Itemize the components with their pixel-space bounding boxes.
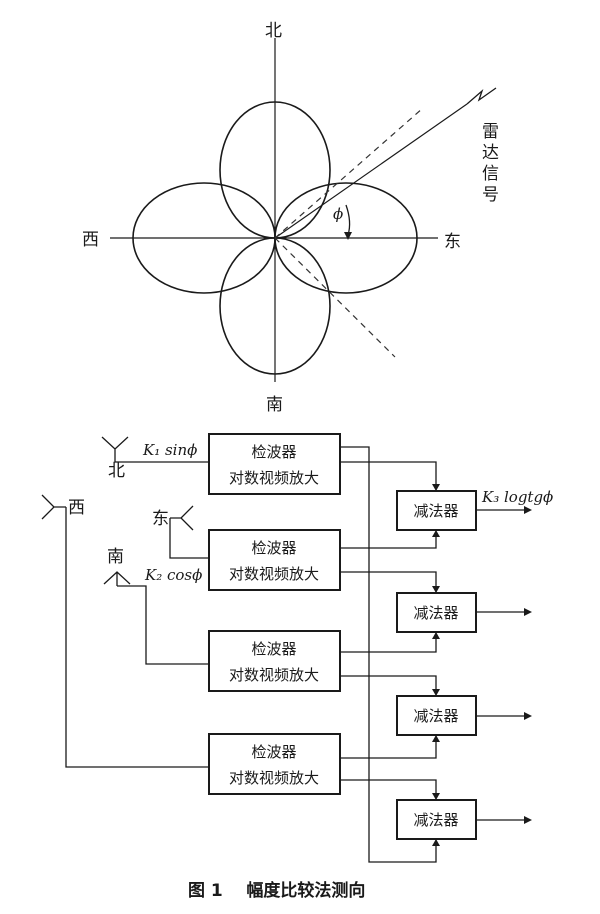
- subtractor-1-label: 减法器: [413, 502, 458, 520]
- amplifier-box-1: [208, 433, 341, 495]
- amplifier-3-line1: 检波器: [251, 640, 296, 658]
- amplifier-box-4: [208, 733, 341, 795]
- wire-amp1-to-sub1: [340, 461, 437, 491]
- arrow-sub4-top: [432, 793, 440, 800]
- arrow-sub4-output: [524, 816, 532, 824]
- radar-signal-line: [274, 103, 468, 239]
- arrow-sub3-top: [432, 689, 440, 696]
- wire-amp2-to-sub2: [340, 571, 437, 593]
- antenna-south-icon: [103, 571, 131, 586]
- phi-arrowhead: [344, 232, 352, 240]
- amplifier-2-line1: 检波器: [251, 539, 296, 557]
- label-east: 东: [444, 232, 461, 252]
- amplifier-4-line1: 检波器: [251, 743, 296, 761]
- wire-amp3-to-sub3: [340, 675, 437, 696]
- wire-amp4-to-sub4: [340, 779, 437, 800]
- label-phi: ϕ: [333, 205, 343, 223]
- phi-arc: [345, 204, 351, 236]
- antenna-label-west: 西: [68, 498, 85, 518]
- arrow-sub1-bottom: [432, 530, 440, 537]
- antenna-west-icon: [41, 494, 66, 520]
- amplifier-1-line1: 检波器: [251, 443, 296, 461]
- subtractor-4-label: 减法器: [413, 811, 458, 829]
- wire-amp1-bus: [340, 446, 437, 863]
- label-south: 南: [266, 395, 283, 415]
- amplifier-box-3: [208, 630, 341, 692]
- label-north: 北: [265, 21, 282, 41]
- label-west: 西: [82, 230, 99, 250]
- label-radar-signal: 雷达信号: [478, 122, 499, 206]
- antenna-north-icon: [101, 436, 140, 463]
- wire-south-input: [117, 585, 209, 665]
- wire-west-input: [65, 507, 209, 768]
- antenna-label-south: 南: [107, 547, 124, 567]
- signal-label-sin: K₁ sinϕ: [142, 441, 197, 459]
- subtractor-3-label: 减法器: [413, 707, 458, 725]
- dashed-line-lower: [274, 237, 396, 358]
- antenna-label-north: 北: [108, 461, 125, 481]
- block-diagram: 北 西 东 南 检波器 对数视频放大 检波器 对数视频放大 检波器 对数视频放大…: [41, 433, 553, 863]
- signal-label-output: K₃ logtgϕ: [481, 488, 553, 506]
- signal-label-cos: K₂ cosϕ: [144, 566, 202, 584]
- arrow-sub3-bottom: [432, 735, 440, 742]
- arrow-sub2-output: [524, 608, 532, 616]
- antenna-east-icon: [170, 505, 194, 531]
- lightning-icon: [466, 87, 497, 105]
- amplifier-1-line2: 对数视频放大: [229, 469, 319, 487]
- arrow-sub3-output: [524, 712, 532, 720]
- arrow-sub2-bottom: [432, 632, 440, 639]
- amplifier-4-line2: 对数视频放大: [229, 769, 319, 787]
- polar-pattern: 北 南 西 东 ϕ 雷达信号: [82, 21, 499, 415]
- wire-amp4-to-sub3: [340, 735, 437, 759]
- arrow-sub1-output: [524, 506, 532, 514]
- amplifier-3-line2: 对数视频放大: [229, 666, 319, 684]
- arrow-sub2-top: [432, 586, 440, 593]
- amplifier-box-2: [208, 529, 341, 591]
- wire-east-input: [169, 518, 209, 559]
- subtractor-2-label: 减法器: [413, 604, 458, 622]
- amplifier-2-line2: 对数视频放大: [229, 565, 319, 583]
- arrow-sub4-bottom: [432, 839, 440, 846]
- wire-amp3-to-sub2: [340, 632, 437, 653]
- antenna-label-east: 东: [152, 509, 169, 529]
- figure-caption: 图 1 幅度比较法测向: [188, 880, 365, 901]
- arrow-sub1-top: [432, 484, 440, 491]
- wire-amp2-to-sub1: [340, 530, 437, 549]
